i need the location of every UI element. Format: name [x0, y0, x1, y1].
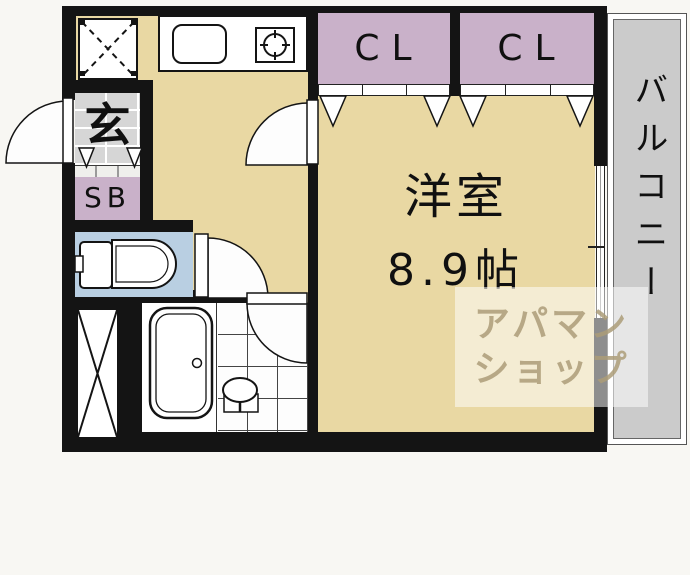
kitchen-counter: [158, 15, 308, 72]
wall-top: [62, 6, 607, 16]
washroom-tiled-floor: [218, 303, 308, 432]
closet-right-label: CL: [497, 28, 567, 69]
main-room-size: 8.9帖: [387, 245, 525, 296]
wall-below-toilet: [62, 297, 207, 307]
closet-left-label: CL: [354, 28, 424, 69]
balcony-window-tick: [588, 246, 604, 248]
wall-entrance-right: [140, 80, 153, 232]
wall-divider-lower: [308, 163, 318, 442]
wall-closet-divider: [450, 6, 460, 96]
wall-below-shoebox: [75, 220, 193, 232]
watermark: アパマン ショップ: [455, 287, 648, 407]
balcony-label: バルコニー: [627, 72, 668, 312]
wall-bottom: [62, 432, 607, 452]
wall-above-entrance: [75, 80, 140, 93]
entrance-label: 玄: [84, 98, 131, 152]
shoe-box-label: SB: [84, 181, 131, 214]
toilet-room: [75, 232, 193, 297]
wall-left-lower: [62, 163, 76, 452]
closet-right: CL: [460, 13, 594, 84]
watermark-line1: アパマン: [473, 304, 630, 345]
balcony-window-rail: [600, 166, 601, 318]
refrigerator-space: [78, 18, 138, 80]
closet-right-door-track: [460, 84, 594, 96]
closet-left-door-track: [318, 84, 450, 96]
closet-left: CL: [318, 13, 450, 84]
wall-divider-upper: [308, 6, 318, 102]
watermark-line2: ショップ: [473, 349, 630, 390]
shoe-box: [75, 177, 140, 220]
wall-ps-right: [118, 303, 142, 440]
entrance-door-swing: [5, 100, 69, 164]
entrance-door-leaf: [62, 97, 74, 164]
bath-partition: [216, 303, 217, 432]
pipe-space-box: [75, 307, 120, 440]
wall-right-upper: [594, 6, 607, 166]
main-room-name: 洋室: [403, 169, 508, 225]
wall-left-upper: [62, 6, 76, 100]
